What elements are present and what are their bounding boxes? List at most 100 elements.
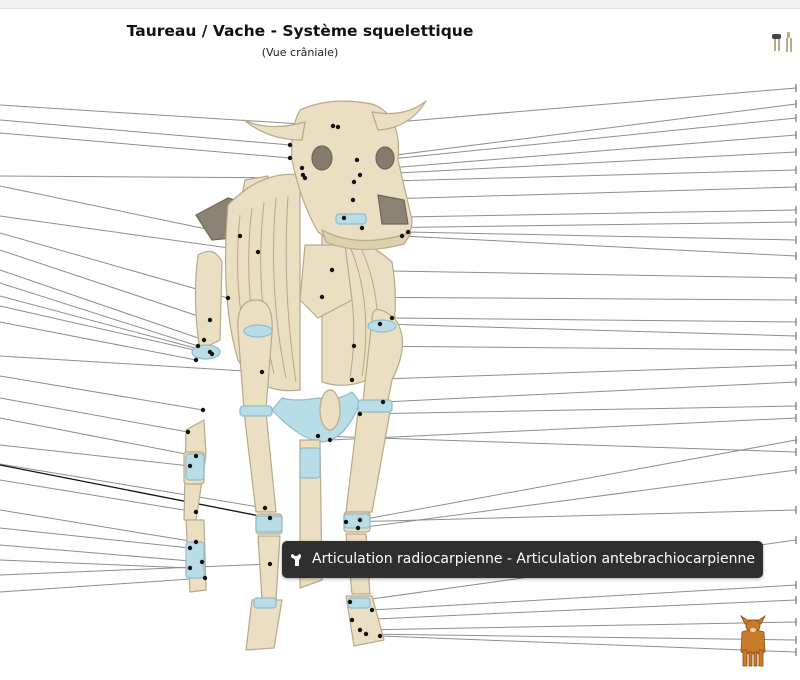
leader-line-left[interactable] xyxy=(0,215,259,253)
leader-line-left[interactable] xyxy=(0,527,191,549)
leader-line-left[interactable] xyxy=(0,305,213,355)
leader-line-right[interactable] xyxy=(352,186,797,201)
leader-line-right[interactable] xyxy=(329,417,797,441)
anchor-dot xyxy=(380,399,386,405)
anchor-dot xyxy=(187,545,193,551)
skeleton-thumbnail-icon[interactable] xyxy=(770,30,796,56)
leader-line-left[interactable] xyxy=(0,417,197,457)
anchor-dot xyxy=(343,519,349,525)
leader-line-right[interactable] xyxy=(351,599,797,621)
leader-line-right[interactable] xyxy=(353,169,797,183)
leader-line-left[interactable] xyxy=(0,175,306,179)
leader-line-right[interactable] xyxy=(353,345,797,351)
leader-line-left[interactable] xyxy=(0,559,191,569)
costal-cartilages xyxy=(271,391,361,443)
anchor-dot xyxy=(347,599,353,605)
leader-line-left[interactable] xyxy=(0,119,291,146)
leader-line-left[interactable] xyxy=(0,104,334,127)
leader-line-left[interactable] xyxy=(0,282,199,347)
humerus-right xyxy=(361,308,404,411)
leader-line-right[interactable] xyxy=(379,323,797,337)
leader-line-left[interactable] xyxy=(0,563,271,576)
leader-line-left[interactable] xyxy=(0,375,204,411)
leader-line-left[interactable] xyxy=(0,269,205,341)
hindlimb-left xyxy=(194,250,223,351)
leader-line-active[interactable] xyxy=(0,464,271,519)
leader-line-right[interactable] xyxy=(407,231,797,241)
leader-line-right[interactable] xyxy=(361,221,797,229)
anchor-dot xyxy=(351,179,357,185)
leader-line-left[interactable] xyxy=(0,479,197,513)
leader-line-left[interactable] xyxy=(0,321,197,361)
label-anchor-points xyxy=(185,123,411,639)
metacarpus-left xyxy=(257,535,281,601)
anchor-dot xyxy=(299,165,305,171)
leader-line-left[interactable] xyxy=(0,132,291,159)
anchor-dot xyxy=(300,172,306,178)
leader-line-right[interactable] xyxy=(357,469,797,529)
anchor-dot xyxy=(355,525,361,531)
leader-line-right[interactable] xyxy=(345,509,797,523)
anchor-dot xyxy=(377,321,383,327)
hover-tooltip: Articulation radiocarpienne - Articulati… xyxy=(282,541,764,578)
skeleton-illustration xyxy=(183,100,427,651)
leader-line-right[interactable] xyxy=(317,435,797,453)
tooltip-label: Articulation radiocarpienne - Articulati… xyxy=(312,551,756,567)
anchor-dot xyxy=(237,233,243,239)
leader-line-right[interactable] xyxy=(365,633,797,641)
anchor-dot xyxy=(369,607,375,613)
leader-line-right[interactable] xyxy=(351,364,797,381)
anchor-dot xyxy=(330,123,336,129)
cow-icon[interactable] xyxy=(733,610,773,670)
leader-line-left[interactable] xyxy=(0,577,206,593)
leader-line-right[interactable] xyxy=(321,296,797,301)
page-title: Taureau / Vache - Système squelettique xyxy=(126,22,474,40)
leader-line-left[interactable] xyxy=(0,463,266,509)
leader-line-right[interactable] xyxy=(359,439,797,521)
leader-line-right[interactable] xyxy=(343,209,797,219)
leader-line-right[interactable] xyxy=(337,87,797,128)
leader-line-right[interactable] xyxy=(379,635,797,653)
leader-line-left[interactable] xyxy=(0,185,241,237)
leader-line-right[interactable] xyxy=(371,584,797,611)
mandible xyxy=(321,229,413,251)
anchor-dot xyxy=(209,351,215,357)
leader-line-right[interactable] xyxy=(331,269,797,279)
leader-line-left[interactable] xyxy=(0,509,197,543)
leader-line-right[interactable] xyxy=(359,405,797,415)
anchor-dot xyxy=(329,267,335,273)
anchor-dot xyxy=(259,369,265,375)
leader-line-right[interactable] xyxy=(401,235,797,257)
leader-line-left[interactable] xyxy=(0,444,191,467)
anchor-dot xyxy=(377,633,383,639)
anchor-dot xyxy=(357,627,363,633)
leader-line-left[interactable] xyxy=(0,397,189,433)
leader-line-right[interactable] xyxy=(382,381,797,403)
leader-line-right[interactable] xyxy=(359,621,797,631)
leader-line-left[interactable] xyxy=(0,544,203,563)
anchor-dot xyxy=(341,215,347,221)
anchor-dot xyxy=(349,617,355,623)
leader-line-right[interactable] xyxy=(356,103,797,161)
anchor-dot xyxy=(202,575,208,581)
anchor-dot xyxy=(187,565,193,571)
leader-line-right[interactable] xyxy=(391,317,797,323)
anchor-dot xyxy=(267,561,273,567)
anchor-dot xyxy=(255,249,261,255)
bone-icon xyxy=(291,554,301,566)
radius-left xyxy=(243,411,277,513)
leader-line-left[interactable] xyxy=(0,295,211,353)
anchor-dot xyxy=(199,559,205,565)
anchor-dot xyxy=(335,124,341,130)
page-subtitle: (Vue crâniale) xyxy=(261,46,339,59)
sternum xyxy=(319,389,341,431)
leader-line-left[interactable] xyxy=(0,249,211,321)
anchor-dot xyxy=(200,407,206,413)
leader-line-left[interactable] xyxy=(0,355,263,373)
anchor-dot xyxy=(267,515,273,521)
anchor-dot xyxy=(319,294,325,300)
anchor-dot xyxy=(193,357,199,363)
leader-line-right[interactable] xyxy=(359,151,797,176)
leader-line-left[interactable] xyxy=(0,232,229,299)
anchor-dot xyxy=(399,233,405,239)
